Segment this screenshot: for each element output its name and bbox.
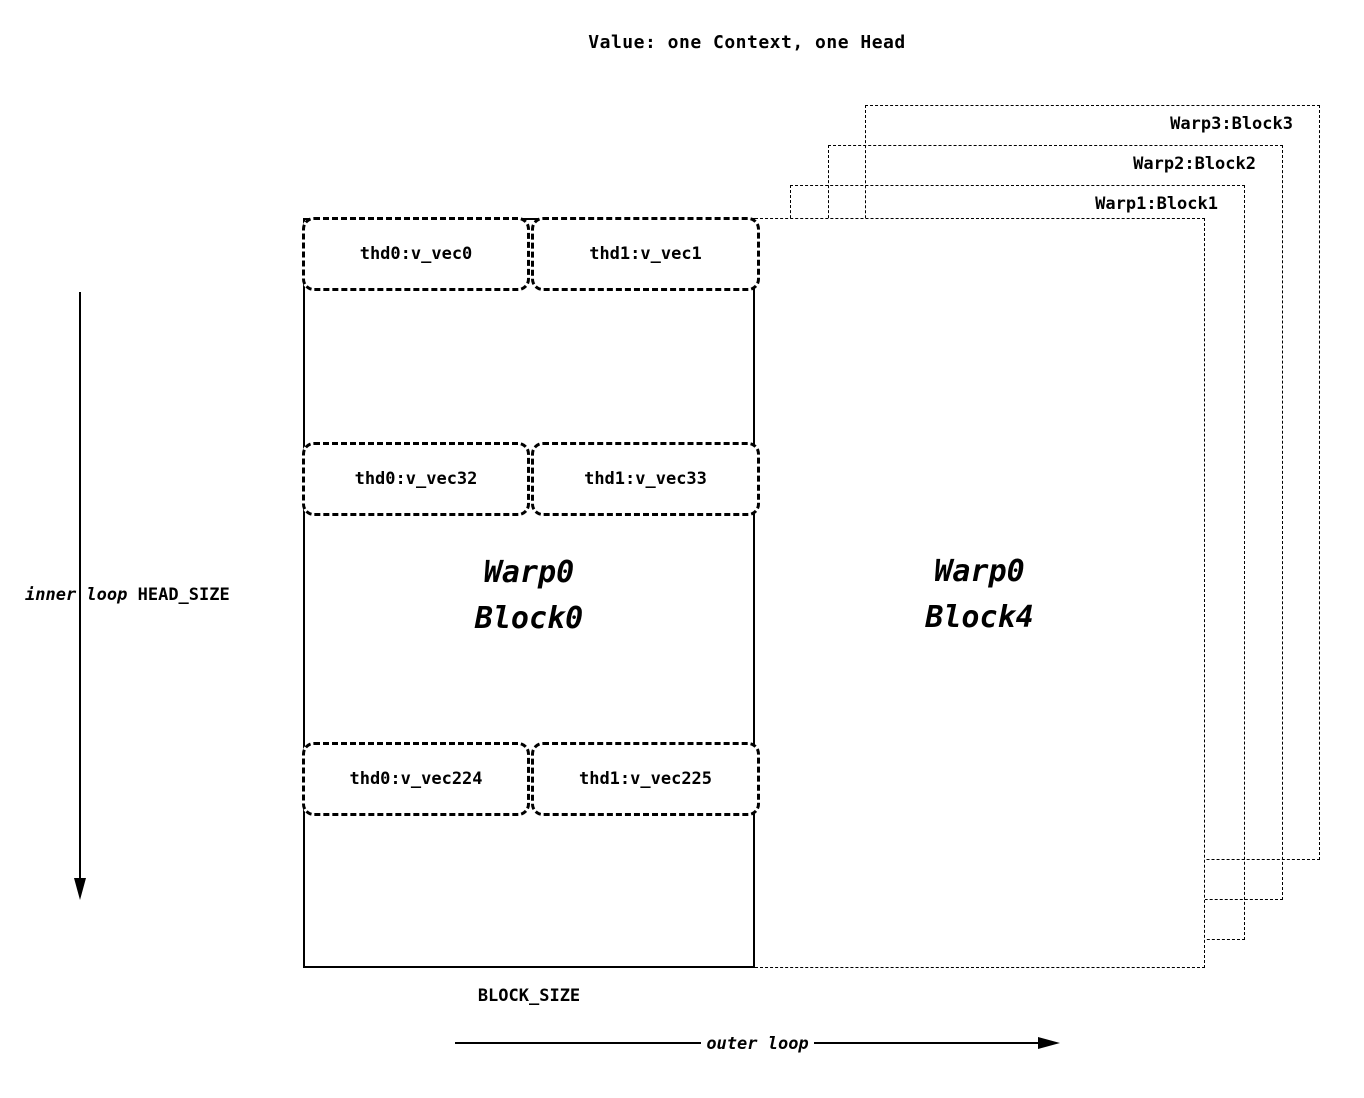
head-size-text: HEAD_SIZE (137, 585, 230, 605)
inner-loop-arrow-icon (74, 292, 86, 900)
warp0-block0-rect: thd0:v_vec0 thd1:v_vec1 thd0:v_vec32 thd… (302, 217, 760, 968)
warp3-block3-label: Warp3:Block3 (1166, 114, 1297, 134)
warp0-block0-label-line1: Warp0 (483, 555, 575, 590)
warp0-block0-label-line2: Block0 (474, 601, 584, 636)
warp0-block4-rect: Warp0 Block4 (755, 218, 1205, 968)
inner-loop-text: inner loop (25, 585, 128, 605)
warp0-block4-label-line2: Block4 (925, 600, 1034, 635)
warp2-block2-label: Warp2:Block2 (1129, 154, 1260, 174)
outer-loop-text: outer loop (701, 1034, 814, 1054)
vec-cell-thd0-v_vec224: thd0:v_vec224 (302, 742, 530, 816)
vec-cell-thd1-v_vec225: thd1:v_vec225 (531, 742, 760, 816)
vec-cell-thd0-v_vec32: thd0:v_vec32 (302, 442, 530, 516)
warp0-block0-label: Warp0 Block0 (305, 550, 753, 642)
vec-cell-thd1-v_vec1: thd1:v_vec1 (531, 217, 760, 291)
warp1-block1-label: Warp1:Block1 (1091, 194, 1222, 214)
vec-cell-thd1-v_vec33: thd1:v_vec33 (531, 442, 760, 516)
vec-cell-thd0-v_vec0: thd0:v_vec0 (302, 217, 530, 291)
diagram-title: Value: one Context, one Head (588, 32, 906, 53)
warp0-block4-label-line1: Warp0 (934, 554, 1025, 589)
block-size-label: BLOCK_SIZE (477, 986, 581, 1006)
outer-loop-label-wrap: outer loop (455, 1034, 1060, 1054)
inner-loop-head-size-label: inner loop HEAD_SIZE (25, 585, 230, 605)
warp0-block4-label: Warp0 Block4 (755, 549, 1204, 641)
